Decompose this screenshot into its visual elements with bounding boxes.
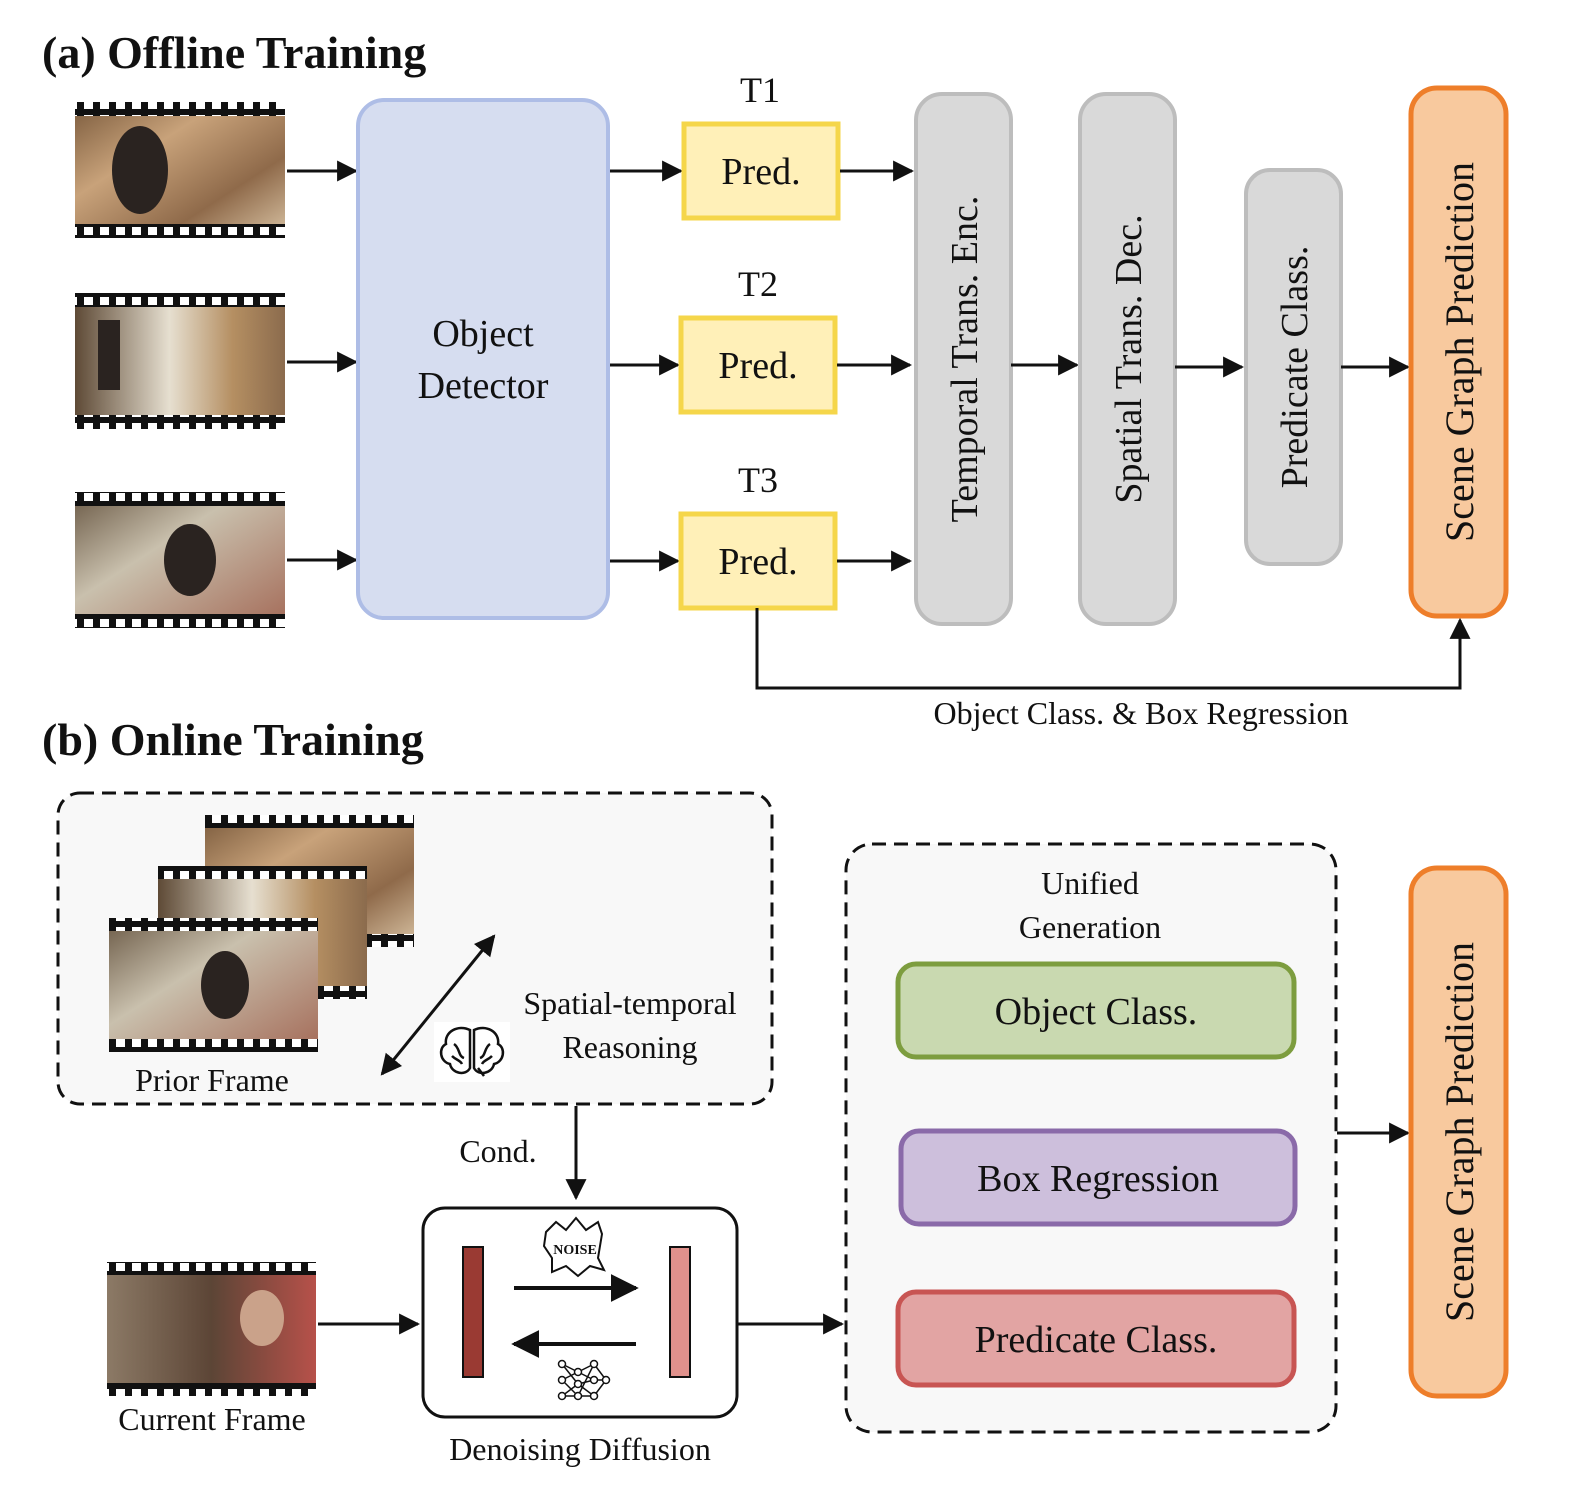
reasoning-label-1: Spatial-temporal [523, 985, 736, 1021]
predicate-class-box [895, 1289, 1297, 1388]
object-class-label: Object Class. [995, 991, 1198, 1033]
brain-icon [434, 1022, 510, 1082]
spatial-decoder-box [1078, 92, 1177, 626]
unified-generation-title-1: Unified [1041, 865, 1139, 901]
reasoning-label-2: Reasoning [562, 1029, 697, 1065]
skip-connection-label: Object Class. & Box Regression [933, 695, 1348, 731]
current-frame [107, 1262, 316, 1396]
noise-label: NOISE [553, 1243, 597, 1258]
denoising-diffusion-label: Denoising Diffusion [449, 1431, 711, 1467]
noise-icon: NOISE [542, 1216, 606, 1278]
current-frame-label: Current Frame [118, 1401, 306, 1437]
time-step-t3: T3 [738, 460, 778, 500]
box-regression-label: Box Regression [977, 1158, 1219, 1200]
object-detector-box [356, 98, 610, 620]
denoising-diffusion-box [421, 1206, 739, 1419]
pred-label-t1: Pred. [721, 151, 800, 193]
scene-graph-label-b: Scene Graph Prediction [1437, 942, 1482, 1322]
object-class-box [895, 961, 1297, 1060]
unified-generation-title-2: Generation [1019, 909, 1161, 945]
time-step-t1: T1 [740, 70, 780, 110]
cond-label: Cond. [459, 1133, 536, 1169]
pred-box-t1 [681, 121, 841, 221]
predicate-classifier-label: Predicate Class. [1274, 246, 1316, 489]
scene-graph-box-a [1408, 85, 1509, 619]
object-detector-label-2: Detector [418, 365, 549, 407]
reasoning-double-arrow [380, 934, 496, 1076]
pred-label-t3: Pred. [718, 541, 797, 583]
pred-label-t2: Pred. [718, 345, 797, 387]
prior-frame-front [109, 918, 318, 1052]
box-regression-box [898, 1128, 1298, 1227]
diffusion-output-bar [669, 1246, 691, 1378]
diffusion-input-bar [462, 1246, 484, 1378]
temporal-encoder-label: Temporal Trans. Enc. [944, 196, 986, 523]
film-frame-1 [75, 102, 285, 238]
predicate-class-label: Predicate Class. [975, 1319, 1218, 1361]
time-step-t2: T2 [738, 264, 778, 304]
film-frame-3 [75, 492, 285, 628]
scene-graph-label-a: Scene Graph Prediction [1437, 162, 1482, 542]
prior-frame-label: Prior Frame [135, 1062, 289, 1098]
pred-box-t2 [678, 315, 838, 415]
scene-graph-box-b [1408, 865, 1509, 1399]
neural-network-icon [557, 1359, 611, 1401]
object-detector-label-1: Object [432, 313, 534, 355]
skip-connection-arrow [755, 608, 1471, 690]
temporal-encoder-box [914, 92, 1013, 626]
prior-frame-stack [109, 815, 414, 1052]
section-b-title: (b) Online Training [42, 714, 424, 765]
spatial-decoder-label: Spatial Trans. Dec. [1108, 214, 1150, 503]
film-frame-2 [75, 293, 285, 429]
section-a-title: (a) Offline Training [42, 27, 426, 78]
